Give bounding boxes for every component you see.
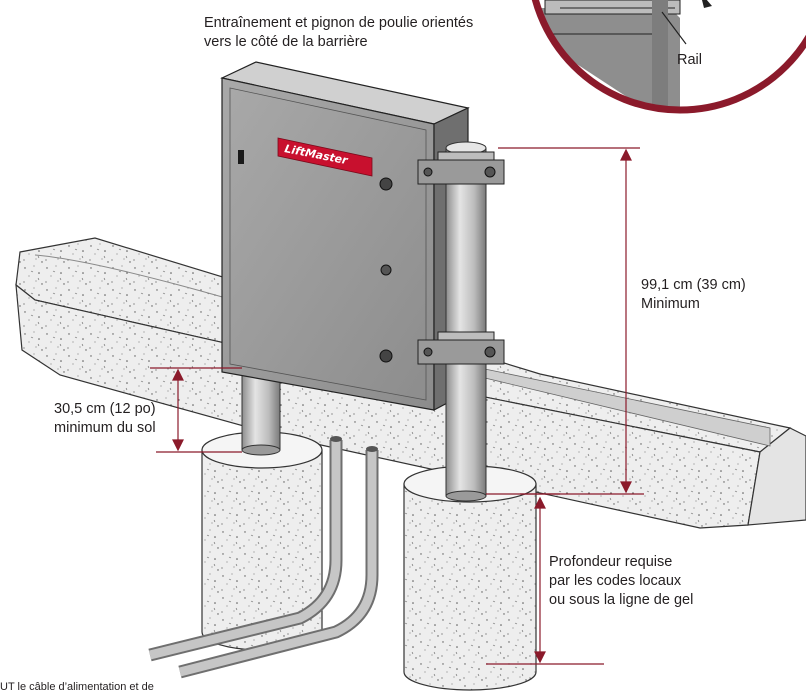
- drive-direction-label: Entraînement et pignon de poulie orienté…: [204, 14, 473, 52]
- warning-text-partial: UT le câble d’alimentation et de: [0, 681, 154, 693]
- magnifier-inset: [530, 0, 806, 114]
- footing-right: [403, 465, 537, 691]
- mounting-post-right: [417, 141, 505, 502]
- height-dimension-label: 99,1 cm (39 cm) Minimum: [641, 276, 746, 314]
- dimension-depth: [486, 493, 604, 665]
- dimension-ground: [150, 367, 242, 453]
- warning-text: UT le câble d’alimentation et de: [0, 681, 154, 693]
- rail-label: Rail: [677, 51, 702, 70]
- upper-bracket: [417, 151, 505, 185]
- ground-value: 30,5 cm (12 po): [54, 401, 156, 417]
- lower-bracket: [417, 331, 505, 365]
- dimension-height: [486, 147, 644, 495]
- height-note: Minimum: [641, 296, 700, 312]
- drive-direction-line2: vers le côté de la barrière: [204, 34, 368, 50]
- depth-line2: par les codes locaux: [549, 573, 682, 589]
- depth-line3: ou sous la ligne de gel: [549, 592, 694, 608]
- ground-clearance-label: 30,5 cm (12 po) minimum du sol: [54, 400, 156, 438]
- ground-note: minimum du sol: [54, 420, 156, 436]
- height-value: 99,1 cm (39 cm): [641, 277, 746, 293]
- drive-direction-line1: Entraînement et pignon de poulie orienté…: [204, 15, 474, 31]
- conduits: [148, 436, 379, 679]
- footing-depth-label: Profondeur requise par les codes locaux …: [549, 553, 693, 610]
- depth-line1: Profondeur requise: [549, 554, 673, 570]
- rail-label-text: Rail: [677, 52, 702, 68]
